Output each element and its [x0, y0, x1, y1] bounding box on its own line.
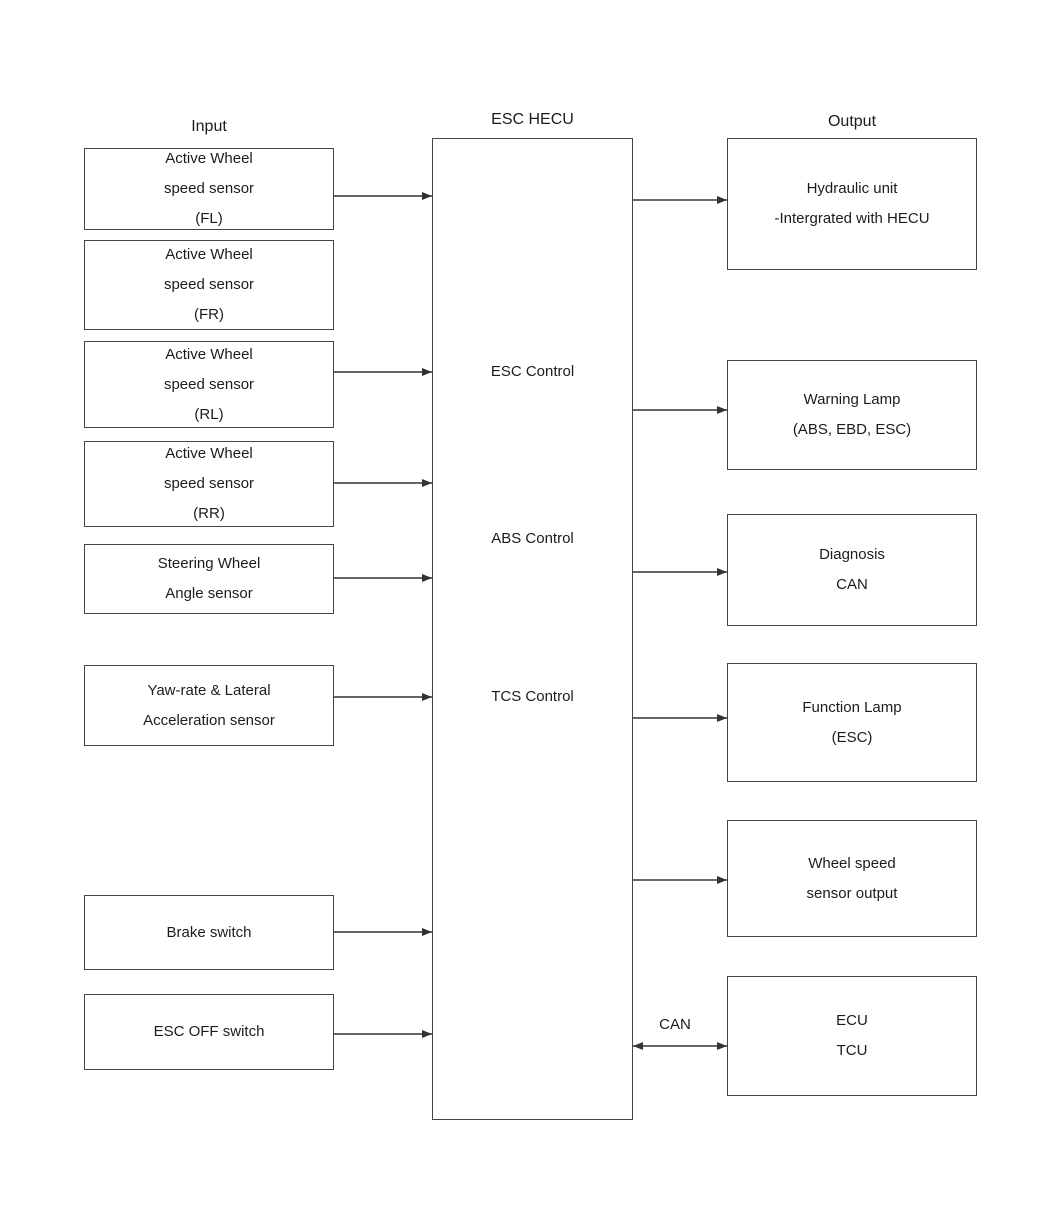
box-text-line: ECU: [836, 1012, 868, 1029]
box-text-line: Warning Lamp: [803, 391, 901, 408]
input-box-yaw-rate-lateral-acceleration-sensor: Yaw-rate & Lateral Acceleration sensor: [84, 665, 334, 746]
box-text-line: speed sensor: [163, 180, 255, 197]
box-text-line: Steering Wheel: [157, 555, 261, 572]
box-text-line: Function Lamp: [802, 698, 902, 716]
box-text-line: Hydraulic unit: [806, 180, 898, 197]
box-text-line: (RR): [193, 505, 225, 522]
box-text-line: speed sensor: [163, 475, 255, 492]
box-text-line: -Intergrated with HECU: [774, 210, 930, 227]
box-text-line: TCU: [836, 1042, 868, 1059]
box-text-line: (RL): [194, 405, 224, 423]
input-box-esc-off-switch: ESC OFF switch: [84, 994, 334, 1070]
box-text-line: Brake switch: [166, 923, 252, 941]
box-text-line: Wheel speed: [808, 854, 896, 872]
box-text-line: CAN: [836, 576, 868, 593]
output-box-hydraulic-unit: Hydraulic unit -Intergrated with HECU: [727, 138, 977, 270]
box-text-line: sensor output: [806, 884, 898, 902]
input-box-active-wheel-speed-sensor-rr: Active Wheel speed sensor (RR): [84, 441, 334, 527]
output-box-function-lamp: Function Lamp (ESC): [727, 663, 977, 782]
box-text-line: (FR): [194, 306, 224, 323]
box-text-line: Yaw-rate & Lateral: [147, 681, 271, 699]
box-text-line: Angle sensor: [165, 585, 253, 602]
box-text-line: Active Wheel: [165, 246, 253, 263]
can-bus-label: CAN: [659, 1016, 691, 1033]
box-text-line: Diagnosis: [819, 546, 885, 563]
hecu-function-tcs-control: TCS Control: [491, 688, 574, 705]
input-column-header: Input: [191, 118, 227, 135]
box-text-line: (ABS, EBD, ESC): [792, 421, 912, 438]
esc-hecu-box: ESC Control ABS Control TCS Control: [432, 138, 633, 1120]
box-text-line: (FL): [195, 210, 223, 227]
output-box-wheel-speed-sensor-output: Wheel speed sensor output: [727, 820, 977, 937]
input-box-active-wheel-speed-sensor-rl: Active Wheel speed sensor (RL): [84, 341, 334, 428]
output-box-warning-lamp: Warning Lamp (ABS, EBD, ESC): [727, 360, 977, 470]
output-column-header: Output: [827, 113, 877, 130]
box-text-line: Acceleration sensor: [143, 711, 275, 729]
input-box-active-wheel-speed-sensor-fl: Active Wheel speed sensor (FL): [84, 148, 334, 230]
box-text-line: (ESC): [831, 728, 873, 746]
box-text-line: Active Wheel: [165, 445, 253, 462]
box-text-line: speed sensor: [163, 276, 255, 293]
box-text-line: speed sensor: [163, 375, 255, 393]
esc-hecu-header: ESC HECU: [491, 111, 574, 128]
hecu-function-esc-control: ESC Control: [490, 363, 575, 380]
input-box-steering-wheel-angle-sensor: Steering Wheel Angle sensor: [84, 544, 334, 614]
box-text-line: ESC OFF switch: [153, 1023, 265, 1040]
box-text-line: Active Wheel: [165, 345, 253, 363]
input-box-brake-switch: Brake switch: [84, 895, 334, 970]
hecu-function-abs-control: ABS Control: [491, 530, 574, 547]
box-text-line: Active Wheel: [165, 150, 253, 167]
input-box-active-wheel-speed-sensor-fr: Active Wheel speed sensor (FR): [84, 240, 334, 330]
output-box-diagnosis-can: Diagnosis CAN: [727, 514, 977, 626]
output-box-ecu-tcu: ECU TCU: [727, 976, 977, 1096]
